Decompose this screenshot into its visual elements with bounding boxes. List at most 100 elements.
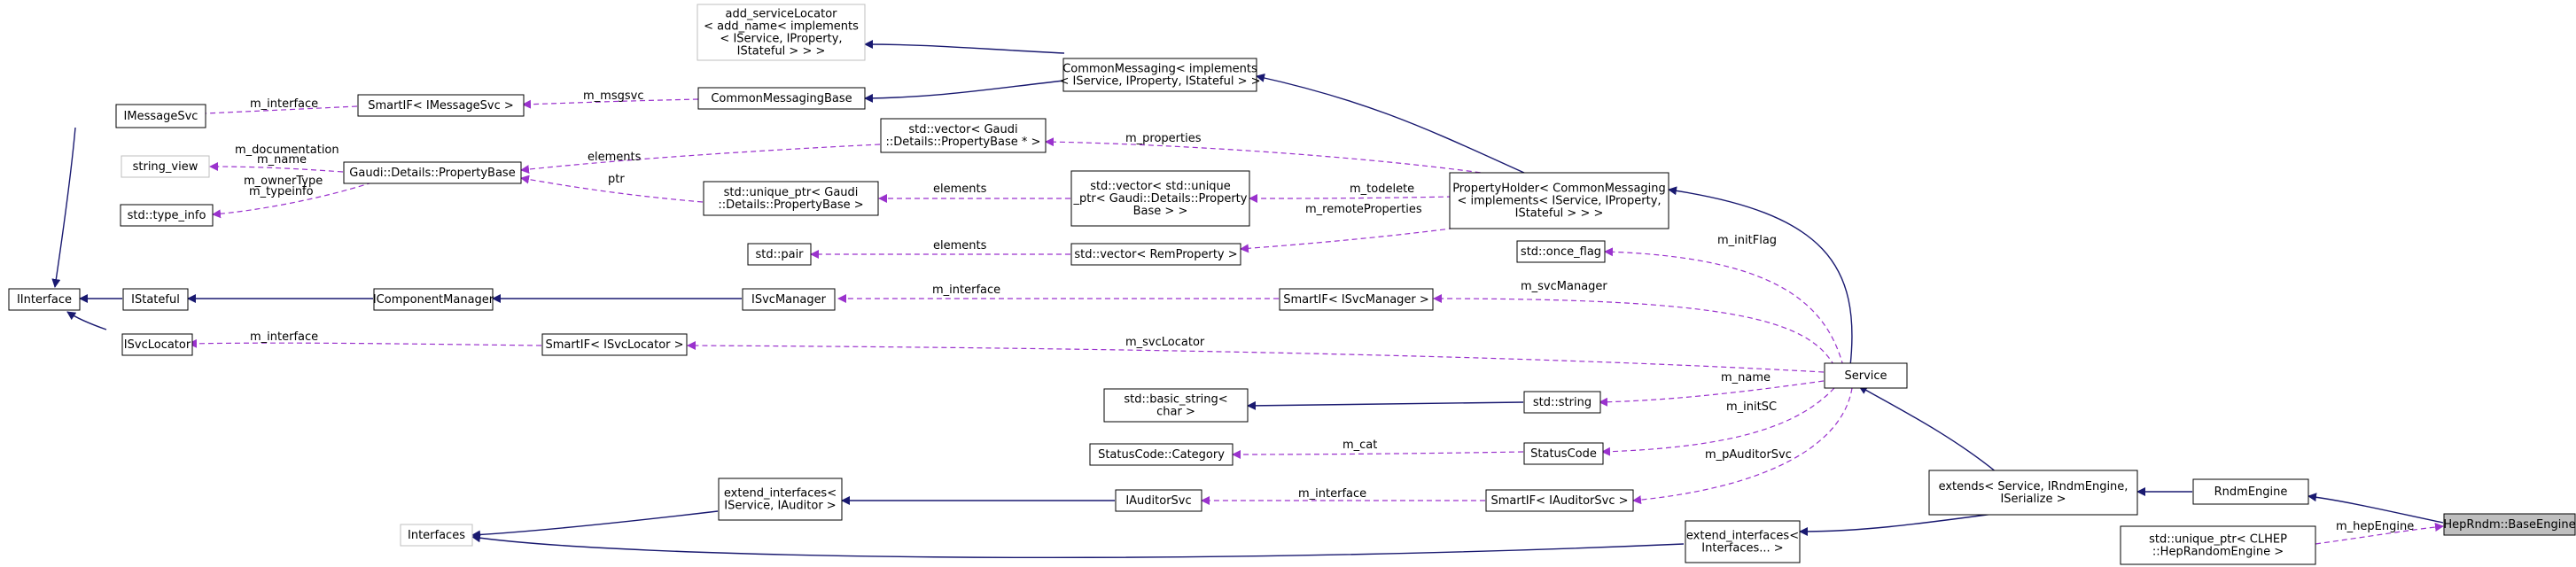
class-node-rndm-engine[interactable]: RndmEngine — [2192, 478, 2309, 505]
edge-inherit-extendinterfaces-interfaces — [471, 533, 1685, 559]
node-box — [1070, 170, 1250, 227]
class-node-smartif-isvcmanager[interactable]: SmartIF< ISvcManager > — [1279, 288, 1434, 311]
node-box — [1449, 172, 1669, 229]
class-node-unique-ptr-clhep[interactable]: std::unique_ptr< CLHEP::HepRandomEngine … — [2120, 525, 2316, 565]
node-label-line: extend_interfaces< — [1686, 530, 1799, 543]
node-label-line: std::string — [1533, 396, 1592, 409]
class-node-interfaces[interactable]: Interfaces — [400, 524, 473, 547]
class-node-extend-iservice-iauditor[interactable]: extend_interfaces<IService, IAuditor > — [718, 478, 843, 521]
node-label-line: IInterface — [17, 293, 72, 307]
class-node-common-messaging-base[interactable]: CommonMessagingBase — [697, 87, 866, 110]
node-box — [8, 288, 81, 311]
class-node-statuscode[interactable]: StatusCode — [1523, 442, 1604, 465]
edge-usage-onceflag-service — [1604, 247, 1844, 367]
class-node-add-service-locator[interactable]: add_serviceLocator< add_name< implements… — [697, 4, 866, 61]
node-box — [1103, 388, 1249, 423]
class-node-extend-interfaces-dots[interactable]: extend_interfaces<Interfaces... > — [1685, 520, 1801, 563]
class-node-hep-base-engine[interactable]: HepRndm::BaseEngine — [2443, 513, 2576, 536]
node-label-line: Base > > — [1133, 205, 1188, 218]
edge-label-m-initflag: m_initFlag — [1717, 234, 1777, 247]
class-node-type-info[interactable]: std::type_info — [120, 204, 214, 227]
node-label-line: PropertyHolder< CommonMessaging — [1452, 183, 1666, 196]
class-node-statuscode-category[interactable]: StatusCode::Category — [1089, 443, 1234, 466]
node-box — [703, 181, 879, 216]
class-node-isvcmanager[interactable]: ISvcManager — [742, 288, 836, 311]
node-label-line: SmartIF< ISvcLocator > — [545, 338, 683, 352]
node-box — [115, 104, 206, 128]
edge-usage-vectorpropbase-propertyholder — [1045, 137, 1525, 180]
edge-label-elements-b: elements — [933, 183, 987, 196]
node-label-line: ISvcManager — [751, 293, 827, 307]
node-box — [1824, 362, 1908, 389]
class-node-property-holder[interactable]: PropertyHolder< CommonMessaging< impleme… — [1449, 172, 1669, 229]
node-box — [122, 288, 189, 311]
node-label-line: CommonMessaging< implements — [1062, 63, 1257, 76]
node-box — [880, 118, 1047, 153]
class-node-service[interactable]: Service — [1824, 362, 1908, 389]
class-node-string-view[interactable]: string_view — [121, 155, 210, 178]
class-node-icomponentmanager[interactable]: IComponentManager — [373, 288, 494, 311]
edge-inherit-commonmessaging-addservicelocator — [864, 40, 1065, 54]
edge-label-m-pauditorsvc: m_pAuditorSvc — [1705, 448, 1792, 462]
edge-label-m-cat: m_cat — [1342, 439, 1377, 452]
class-node-istateful[interactable]: IStateful — [122, 288, 189, 311]
class-node-std-string[interactable]: std::string — [1523, 391, 1601, 414]
node-box — [2443, 513, 2576, 536]
node-box — [697, 87, 866, 110]
class-node-common-messaging[interactable]: CommonMessaging< implements< IService, I… — [1060, 58, 1261, 92]
class-node-once-flag[interactable]: std::once_flag — [1516, 240, 1606, 263]
node-box — [1070, 243, 1241, 266]
edge-inherit-propertyholder-commonmessaging — [1256, 74, 1525, 174]
edge-usage-smartifauditorsvc-service — [1632, 387, 1853, 505]
class-node-vector-unique-ptr[interactable]: std::vector< std::unique_ptr< Gaudi::Det… — [1070, 170, 1250, 227]
node-box — [1523, 442, 1604, 465]
class-node-std-pair[interactable]: std::pair — [747, 243, 812, 266]
edge-label-m-ownertype: m_ownerType — [244, 175, 323, 188]
class-node-unique-ptr-propertybase[interactable]: std::unique_ptr< Gaudi::Details::Propert… — [703, 181, 879, 216]
node-label-line: ::HepRandomEngine > — [2152, 546, 2284, 559]
node-box — [357, 94, 525, 117]
class-node-iinterface[interactable]: IInterface — [8, 288, 81, 311]
node-label-line: IStateful > > > — [1515, 207, 1604, 221]
edge-label-m-properties: m_properties — [1125, 132, 1202, 145]
class-node-iauditorsvc[interactable]: IAuditorSvc — [1115, 489, 1202, 512]
node-label-line: < add_name< implements — [704, 20, 859, 34]
class-node-property-base[interactable]: Gaudi::Details::PropertyBase — [343, 161, 522, 184]
node-box — [541, 333, 688, 356]
node-box — [1115, 489, 1202, 512]
edge-label-ptr: ptr — [608, 173, 625, 186]
edge-usage-vectoruniqueptr-propertyholder — [1249, 193, 1453, 203]
node-label-line: StatusCode::Category — [1098, 448, 1225, 462]
node-label-line: char > — [1156, 406, 1195, 419]
node-label-line: SmartIF< IAuditorSvc > — [1490, 494, 1628, 508]
node-label-line: HepRndm::BaseEngine — [2443, 518, 2575, 532]
edge-usage-propertybase-uniqueptr — [520, 175, 704, 203]
edge-label-elements-c: elements — [933, 239, 987, 252]
class-node-smartif-isvclocator[interactable]: SmartIF< ISvcLocator > — [541, 333, 688, 356]
edge-inherit-extends-extendinterfaces — [1799, 513, 1995, 536]
edge-inherit-extends-service — [1858, 385, 1997, 473]
class-node-vector-remproperty[interactable]: std::vector< RemProperty > — [1070, 243, 1241, 266]
class-node-isvclocator[interactable]: ISvcLocator — [121, 333, 193, 356]
class-node-basic-string[interactable]: std::basic_string<char > — [1103, 388, 1249, 423]
class-node-smartif-iauditorsvc[interactable]: SmartIF< IAuditorSvc > — [1485, 489, 1634, 512]
node-box — [697, 4, 866, 61]
node-box — [343, 161, 522, 184]
class-node-vector-propertybase[interactable]: std::vector< Gaudi::Details::PropertyBas… — [880, 118, 1047, 153]
node-label-line: < IService, IProperty, IStateful > > — [1060, 75, 1261, 89]
edge-label-m-svclocator: m_svcLocator — [1125, 336, 1205, 349]
class-node-imessagesvc[interactable]: IMessageSvc — [115, 104, 206, 128]
node-label-line: < IService, IProperty, — [720, 33, 842, 46]
edge-usage-smartifsvclocator-service — [687, 341, 1825, 373]
edge-usage-typeinfo-propertybase — [212, 182, 373, 219]
node-label-line: ISerialize > — [2000, 493, 2066, 506]
node-label-line: std::type_info — [128, 209, 206, 222]
node-label-line: ::Details::PropertyBase > — [718, 198, 863, 212]
edge-label-m-svcmanager: m_svcManager — [1521, 280, 1607, 293]
edge-inherit-imessagesvc-iinterface — [51, 127, 76, 288]
node-label-line: SmartIF< IMessageSvc > — [368, 99, 514, 113]
node-label-line: std::vector< Gaudi — [908, 123, 1017, 136]
class-node-extends-service[interactable]: extends< Service, IRndmEngine,ISerialize… — [1928, 470, 2138, 516]
class-node-smartif-imessagesvc[interactable]: SmartIF< IMessageSvc > — [357, 94, 525, 117]
edge-label-m-remoteproperties: m_remoteProperties — [1305, 203, 1422, 216]
